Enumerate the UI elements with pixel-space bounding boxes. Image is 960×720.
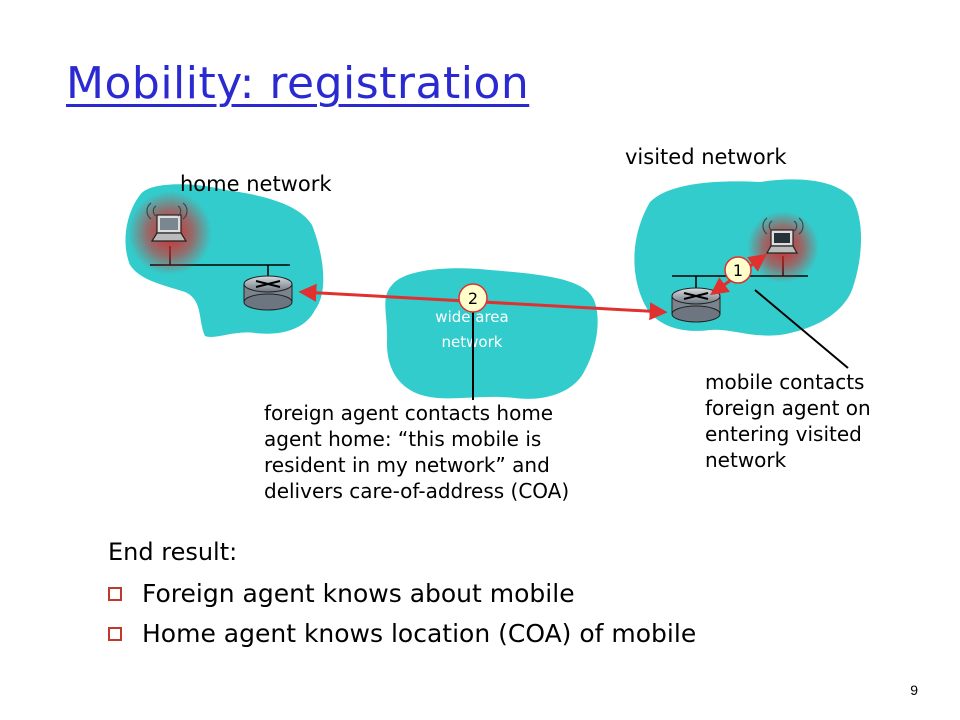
visited-network-label: visited network [625, 145, 787, 169]
square-bullet-icon [108, 627, 122, 641]
visited-network-cloud [634, 179, 862, 336]
end-result-heading: End result: [108, 538, 238, 566]
home-wireless-icon [146, 202, 188, 220]
end-result-list: Foreign agent knows about mobile Home ag… [108, 574, 696, 654]
step-2-marker: 2 [458, 283, 488, 313]
step-1-description: mobile contacts foreign agent on enterin… [705, 369, 871, 473]
step-1-marker: 1 [724, 256, 752, 284]
step-1-line: entering visited [705, 422, 862, 446]
visited-wireless-icon [762, 217, 804, 235]
step-2-description: foreign agent contacts home agent home: … [264, 400, 569, 504]
step-1-number: 1 [733, 261, 743, 280]
square-bullet-icon [108, 587, 122, 601]
step-2-number: 2 [468, 289, 478, 308]
step-2-line: delivers care-of-address (COA) [264, 479, 570, 503]
step-2-line: resident in my network” and [264, 453, 550, 477]
page-title: Mobility: registration [66, 58, 530, 109]
callout-line-step-1 [754, 289, 849, 369]
foreign-agent-router-icon [671, 287, 721, 323]
end-result-item-text: Home agent knows location (COA) of mobil… [142, 619, 697, 648]
end-result-item: Home agent knows location (COA) of mobil… [108, 614, 696, 654]
step-1-line: foreign agent on [705, 396, 871, 420]
step-1-line: mobile contacts [705, 370, 865, 394]
end-result-item: Foreign agent knows about mobile [108, 574, 696, 614]
home-agent-router-icon [243, 275, 293, 311]
page-number: 9 [910, 682, 918, 698]
home-network-label: home network [180, 172, 332, 196]
visited-laptop-icon [765, 229, 799, 254]
end-result-item-text: Foreign agent knows about mobile [142, 579, 575, 608]
step-2-line: agent home: “this mobile is [264, 427, 542, 451]
home-laptop-icon [150, 214, 188, 242]
step-1-line: network [705, 448, 787, 472]
registration-diagram: wide area network 1 2 [125, 179, 862, 400]
step-2-line: foreign agent contacts home [264, 401, 554, 425]
